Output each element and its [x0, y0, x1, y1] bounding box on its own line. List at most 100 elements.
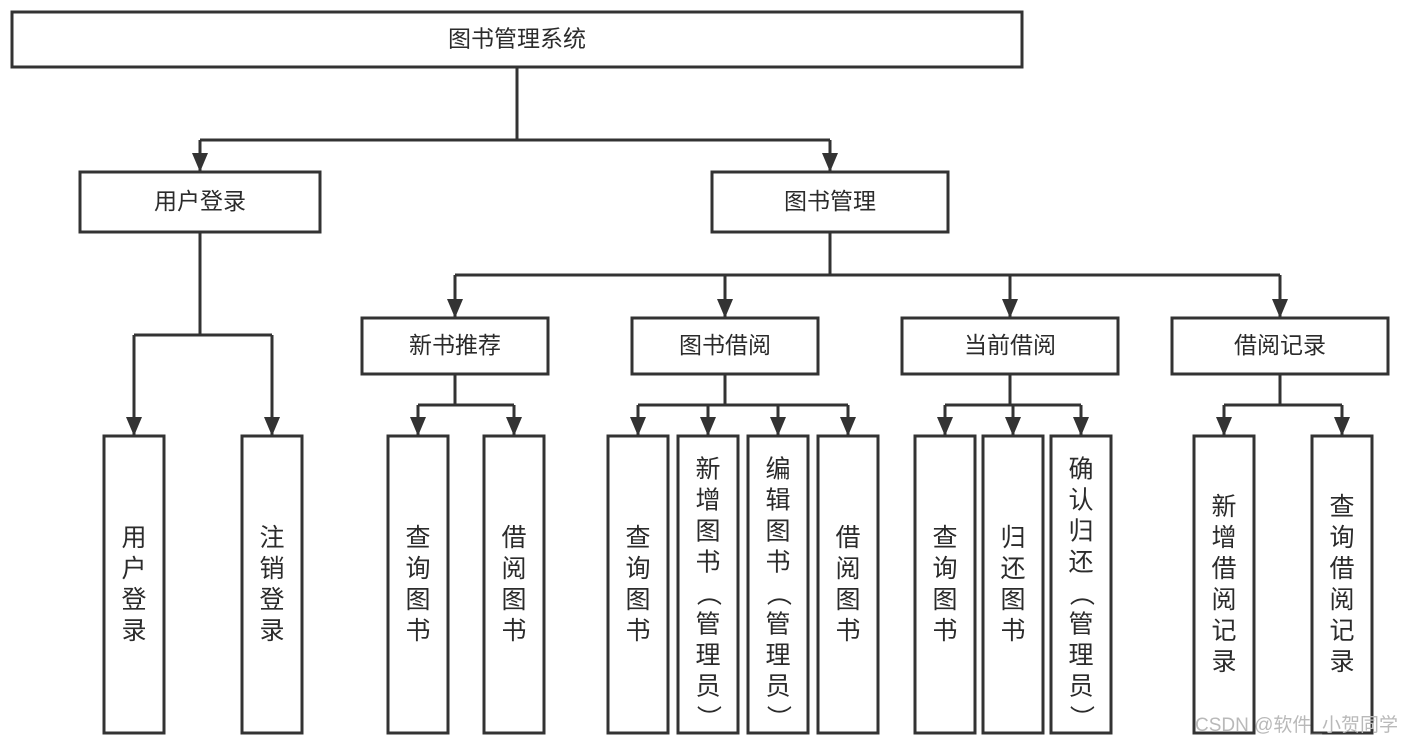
node-label-leaf-borrow-book-char-3: 书 [835, 617, 860, 645]
arrow-head-icon [1334, 417, 1350, 436]
node-borrow-record[interactable]: 借阅记录 [1170, 316, 1390, 376]
node-label-leaf-add-book-admin-char-7: 员 [695, 673, 720, 701]
node-label-leaf-query-borrow-record-char-2: 借 [1329, 555, 1354, 583]
node-label-leaf-query-borrow-record-char-3: 阅 [1329, 586, 1354, 614]
connector-group-new-book-recommend [410, 374, 522, 436]
node-box-root [10, 10, 1024, 69]
node-box-leaf-borrow-book-rec [482, 434, 546, 735]
node-label-leaf-confirm-return-admin-char-0: 确 [1068, 456, 1093, 484]
node-box-leaf-edit-book-admin [746, 434, 810, 735]
node-label-root: 图书管理系统 [448, 26, 586, 52]
node-label-current-borrow: 当前借阅 [964, 332, 1056, 358]
arrow-head-icon [822, 153, 838, 172]
node-label-leaf-add-borrow-record-char-3: 阅 [1211, 586, 1236, 614]
node-box-current-borrow [900, 316, 1120, 376]
arrow-head-icon [630, 417, 646, 436]
node-label-leaf-edit-book-admin-char-5: 管 [765, 611, 790, 639]
node-user-login[interactable]: 用户登录 [78, 170, 322, 234]
node-current-borrow[interactable]: 当前借阅 [900, 316, 1120, 376]
arrow-head-icon [192, 153, 208, 172]
node-label-leaf-add-book-admin-char-6: 理 [695, 642, 720, 670]
node-label-leaf-query-book-borrow-char-2: 图 [625, 586, 650, 614]
connector-group-user-login [126, 232, 280, 436]
node-label-leaf-add-book-admin-char-3: 书 [695, 549, 720, 577]
node-label-new-book-recommend: 新书推荐 [409, 332, 501, 358]
arrow-head-icon [717, 299, 733, 318]
node-label-leaf-query-borrow-record-char-0: 查 [1329, 493, 1354, 521]
node-box-leaf-query-book-rec [386, 434, 450, 735]
node-label-leaf-query-book-borrow-char-3: 书 [625, 617, 650, 645]
arrow-head-icon [506, 417, 522, 436]
node-label-leaf-borrow-book-rec-char-2: 图 [501, 586, 526, 614]
node-label-leaf-confirm-return-admin-char-2: 归 [1068, 518, 1093, 546]
connector-group-book-borrow [630, 374, 856, 436]
node-label-leaf-return-book-char-1: 还 [1000, 555, 1025, 583]
node-label-leaf-edit-book-admin-char-6: 理 [765, 642, 790, 670]
node-label-leaf-user-login-char-1: 户 [121, 555, 146, 583]
node-label-leaf-borrow-book-char-1: 阅 [835, 555, 860, 583]
node-label-leaf-query-borrow-record-char-1: 询 [1329, 524, 1354, 552]
node-label-leaf-user-login-char-0: 用 [121, 524, 146, 552]
node-label-leaf-query-book-rec-char-1: 询 [405, 555, 430, 583]
arrow-head-icon [1272, 299, 1288, 318]
node-label-leaf-edit-book-admin-char-1: 辑 [765, 487, 790, 515]
node-box-leaf-add-book-admin [676, 434, 740, 735]
node-label-leaf-add-borrow-record-char-0: 新 [1211, 493, 1236, 521]
node-label-leaf-borrow-book-char-2: 图 [835, 586, 860, 614]
arrow-head-icon [126, 417, 142, 436]
node-label-leaf-confirm-return-admin-char-8: ） [1067, 705, 1095, 730]
node-box-leaf-add-borrow-record [1192, 434, 1256, 735]
node-label-leaf-borrow-book-rec-char-0: 借 [501, 524, 526, 552]
node-label-leaf-confirm-return-admin-char-1: 认 [1068, 487, 1093, 515]
arrow-head-icon [447, 299, 463, 318]
node-label-leaf-edit-book-admin-char-4: （ [764, 581, 792, 606]
arrow-head-icon [1073, 417, 1089, 436]
node-label-leaf-query-book-borrow-char-1: 询 [625, 555, 650, 583]
node-label-leaf-add-book-admin-char-5: 管 [695, 611, 720, 639]
node-label-leaf-logout-login-char-1: 销 [259, 555, 284, 583]
arrow-head-icon [770, 417, 786, 436]
node-label-leaf-borrow-book-rec-char-3: 书 [501, 617, 526, 645]
node-label-leaf-edit-book-admin-char-3: 书 [765, 549, 790, 577]
node-label-leaf-query-book-rec-char-0: 查 [405, 524, 430, 552]
node-box-leaf-user-login [102, 434, 166, 735]
node-book-management[interactable]: 图书管理 [710, 170, 950, 234]
nodes-layer: 图书管理系统用户登录图书管理新书推荐图书借阅当前借阅借阅记录用户登录注销登录查询… [10, 10, 1390, 735]
node-label-leaf-query-borrow-record-char-4: 记 [1329, 617, 1354, 645]
arrow-head-icon [937, 417, 953, 436]
csdn-watermark: CSDN @软件_小贺同学 [1195, 714, 1398, 736]
node-book-borrow[interactable]: 图书借阅 [630, 316, 820, 376]
node-label-leaf-user-login-char-2: 登 [121, 586, 146, 614]
node-label-leaf-add-borrow-record-char-2: 借 [1211, 555, 1236, 583]
node-label-leaf-add-book-admin-char-0: 新 [695, 456, 720, 484]
node-label-leaf-edit-book-admin-char-8: ） [764, 705, 792, 730]
arrow-head-icon [264, 417, 280, 436]
node-box-user-login [78, 170, 322, 234]
node-label-book-management: 图书管理 [784, 188, 876, 214]
node-label-leaf-add-book-admin-char-1: 增 [695, 487, 720, 515]
node-new-book-recommend[interactable]: 新书推荐 [360, 316, 550, 376]
node-root[interactable]: 图书管理系统 [10, 10, 1024, 69]
node-label-leaf-query-book-current-char-2: 图 [932, 586, 957, 614]
node-label-leaf-add-borrow-record-char-1: 增 [1211, 524, 1236, 552]
arrow-head-icon [1002, 299, 1018, 318]
connector-group-root [192, 67, 838, 172]
node-box-leaf-logout-login [240, 434, 304, 735]
node-label-leaf-add-book-admin-char-2: 图 [695, 518, 720, 546]
node-box-leaf-confirm-return-admin [1049, 434, 1113, 735]
arrow-head-icon [840, 417, 856, 436]
node-leaf-user-login[interactable]: 用户登录 [102, 434, 166, 735]
